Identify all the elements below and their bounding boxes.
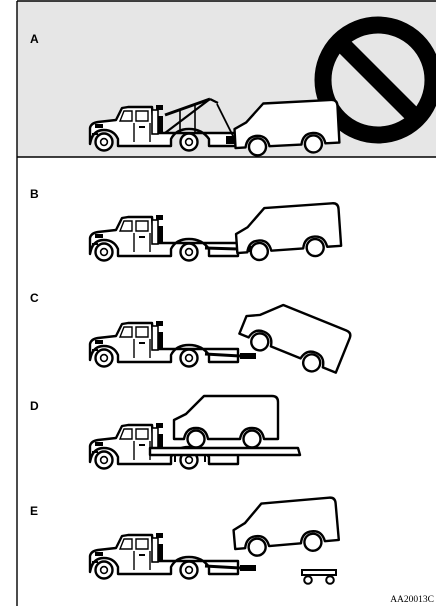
figure-code: AA20013C [390,595,434,605]
panel-c: C [30,291,352,380]
panel-e: E AA20013C [30,497,434,605]
flatbed-illustration [90,396,300,469]
wheel-lift-rear-raised-illustration [90,294,352,381]
panel-d: D [30,396,300,469]
panel-e-label: E [30,504,38,518]
panel-d-label: D [30,399,39,413]
panel-a-label: A [30,32,39,46]
wheel-lift-dolly-illustration [90,497,340,584]
panel-a: A [17,1,436,157]
panel-b-label: B [30,187,39,201]
wheel-lift-front-raised-illustration [90,203,342,262]
panel-c-label: C [30,291,39,305]
panel-b: B [30,187,342,262]
